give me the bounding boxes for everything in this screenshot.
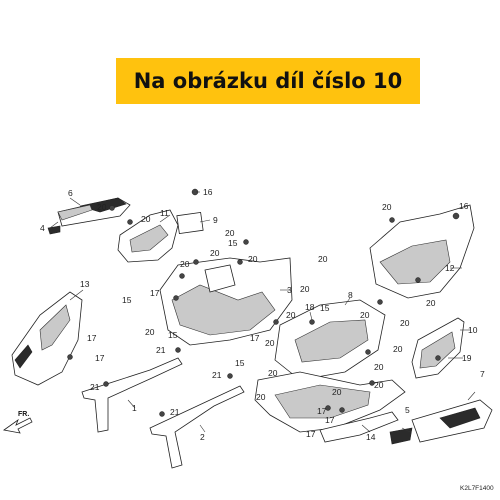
callout-17-f: 17	[306, 429, 316, 439]
callout-20-a: 20	[141, 214, 151, 224]
callout-20-l: 20	[374, 362, 384, 372]
part-3-floor-cover	[159, 257, 293, 346]
callout-17-b: 17	[95, 353, 105, 363]
callout-2: 2	[200, 432, 205, 442]
callout-17-c: 17	[87, 333, 97, 343]
callout-20-g: 20	[286, 310, 296, 320]
callout-17-d: 17	[250, 333, 260, 343]
callout-20-f: 20	[145, 327, 155, 337]
part-16-fastener-b	[452, 212, 460, 220]
callout-6: 6	[68, 188, 73, 198]
callout-8: 8	[348, 290, 353, 300]
callout-labels: 6 4 11 16 9 16 12 3 8 13 10 19 18 1 2 14…	[40, 187, 485, 442]
callout-5: 5	[405, 405, 410, 415]
callout-17-e: 17	[317, 406, 327, 416]
callout-20-e: 20	[180, 259, 190, 269]
direction-label: FR.	[18, 411, 29, 418]
callout-20-n: 20	[332, 387, 342, 397]
callout-3: 3	[287, 285, 292, 295]
callout-20-t: 20	[248, 254, 258, 264]
part-4-trim	[47, 225, 61, 235]
part-9-plate	[176, 211, 204, 235]
front-direction-arrow: FR.	[3, 411, 33, 434]
callout-20-p: 20	[268, 368, 278, 378]
callout-15-a: 15	[228, 238, 238, 248]
callout-1: 1	[132, 403, 137, 413]
part-12-body-cover	[369, 204, 475, 299]
callout-20-m: 20	[374, 380, 384, 390]
callout-4: 4	[40, 223, 45, 233]
callout-15-c: 15	[320, 303, 330, 313]
callout-20-i: 20	[426, 298, 436, 308]
callout-20-d: 20	[225, 228, 235, 238]
callout-7: 7	[480, 369, 485, 379]
part-5-trim	[389, 427, 413, 445]
callout-19: 19	[462, 353, 472, 363]
callout-20-b: 20	[97, 202, 107, 212]
callout-11: 11	[160, 208, 169, 218]
callout-20-u: 20	[265, 338, 275, 348]
banner-text: Na obrázku díl číslo 10	[133, 69, 403, 93]
part-2-frame-rail	[149, 385, 245, 469]
part-14-under-cover	[254, 371, 406, 443]
part-6-trim-panel	[57, 197, 131, 227]
callout-20-k: 20	[393, 344, 403, 354]
callout-20-q: 20	[360, 310, 370, 320]
part-11-inner-panel	[117, 209, 179, 263]
callout-16-a: 16	[203, 187, 213, 197]
callout-20-s: 20	[318, 254, 328, 264]
callout-16-b: 16	[459, 201, 469, 211]
callout-15-b: 15	[122, 295, 132, 305]
callout-21-a: 21	[156, 345, 166, 355]
callout-21-d: 21	[170, 407, 180, 417]
part-number-banner: Na obrázku díl číslo 10	[116, 58, 420, 104]
callout-20-r: 20	[300, 284, 310, 294]
callout-12: 12	[445, 263, 455, 273]
part-8-floor-panel	[274, 299, 386, 381]
callout-18: 18	[305, 302, 315, 312]
callout-20-j: 20	[400, 318, 410, 328]
bolts	[67, 205, 441, 417]
callout-10: 10	[468, 325, 478, 335]
callout-21-b: 21	[90, 382, 100, 392]
callout-13: 13	[80, 279, 90, 289]
part-1-frame-rail	[81, 357, 183, 433]
callout-15-d: 15	[235, 358, 245, 368]
diagram-code: K2L7F1400	[460, 485, 494, 492]
callout-14: 14	[366, 432, 376, 442]
callout-17-g: 17	[325, 415, 335, 425]
callout-20-o: 20	[256, 392, 266, 402]
part-10-side-cover	[411, 317, 465, 379]
leader-lines	[49, 191, 476, 433]
callout-21-c: 21	[212, 370, 222, 380]
callout-20-c: 20	[210, 248, 220, 258]
part-13-side-skirt	[11, 291, 83, 386]
callout-17-a: 17	[150, 288, 160, 298]
part-7-trim	[411, 399, 493, 443]
callout-9: 9	[213, 215, 218, 225]
callout-20-h: 20	[382, 202, 392, 212]
callout-15-e: 15	[168, 330, 178, 340]
